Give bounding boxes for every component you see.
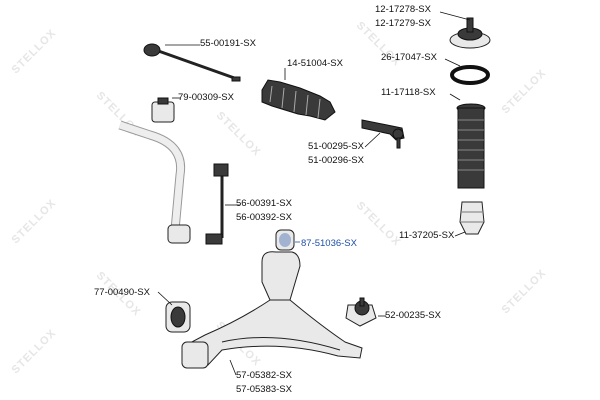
part-label-arm-bushing-rear[interactable]: 77-00490-SX bbox=[94, 287, 151, 298]
part-label-steering-boot[interactable]: 14-51004-SX bbox=[287, 58, 344, 69]
bump-stop-part[interactable] bbox=[459, 201, 485, 235]
part-label-tie-rod[interactable]: 55-00191-SX bbox=[200, 38, 257, 49]
ball-joint-part[interactable] bbox=[345, 297, 377, 327]
part-label-strut-mount-b[interactable]: 12-17279-SX bbox=[375, 18, 432, 29]
arm-bushing-rear-part[interactable] bbox=[165, 301, 209, 369]
part-label-spring-seat[interactable]: 11-17118-SX bbox=[381, 87, 436, 98]
arm-bushing-front-part[interactable] bbox=[275, 229, 295, 251]
watermark-text: STELLOX bbox=[9, 27, 58, 76]
leader-line bbox=[449, 93, 461, 101]
part-label-control-arm-a[interactable]: 57-05382-SX bbox=[236, 370, 293, 381]
leader-line bbox=[229, 359, 237, 376]
leader-line bbox=[364, 132, 381, 148]
part-label-tie-rod-end-a[interactable]: 51-00295-SX bbox=[308, 141, 365, 152]
watermark-text: STELLOX bbox=[214, 109, 263, 158]
tie-rod-end-part[interactable] bbox=[361, 119, 405, 149]
leader-line bbox=[444, 58, 461, 67]
watermark-text: STELLOX bbox=[354, 199, 403, 248]
part-label-stabilizer-link-b[interactable]: 56-00392-SX bbox=[236, 212, 293, 223]
dust-boot-part[interactable] bbox=[456, 103, 486, 189]
watermark-text: STELLOX bbox=[9, 327, 58, 376]
part-label-strut-bearing[interactable]: 26-17047-SX bbox=[381, 52, 438, 63]
leader-line bbox=[454, 231, 466, 237]
leader-line bbox=[157, 291, 173, 306]
part-label-ball-joint[interactable]: 52-00235-SX bbox=[385, 310, 442, 321]
leader-line bbox=[439, 11, 471, 21]
watermark-text: STELLOX bbox=[9, 197, 58, 246]
part-label-bump-stop[interactable]: 11-37205-SX bbox=[399, 230, 455, 241]
part-label-arm-bushing-front[interactable]: 87-51036-SX bbox=[301, 238, 358, 249]
part-label-strut-mount-a[interactable]: 12-17278-SX bbox=[375, 4, 432, 15]
strut-bearing-part[interactable] bbox=[450, 65, 490, 85]
part-label-tie-rod-end-b[interactable]: 51-00296-SX bbox=[308, 155, 365, 166]
watermark-text: STELLOX bbox=[499, 67, 548, 116]
stabilizer-bar-part bbox=[118, 120, 191, 244]
steering-boot-part[interactable] bbox=[261, 79, 336, 121]
strut-mount-part[interactable] bbox=[449, 17, 491, 49]
part-label-stabilizer-bushing[interactable]: 79-00309-SX bbox=[178, 92, 235, 103]
part-label-stabilizer-link-a[interactable]: 56-00391-SX bbox=[236, 198, 293, 209]
watermark-text: STELLOX bbox=[499, 267, 548, 316]
control-arm-part[interactable] bbox=[185, 251, 363, 366]
part-label-control-arm-b[interactable]: 57-05383-SX bbox=[236, 384, 293, 395]
tie-rod-part[interactable] bbox=[143, 43, 241, 82]
stabilizer-link-part[interactable] bbox=[205, 163, 229, 245]
stabilizer-bushing-part[interactable] bbox=[151, 97, 175, 123]
